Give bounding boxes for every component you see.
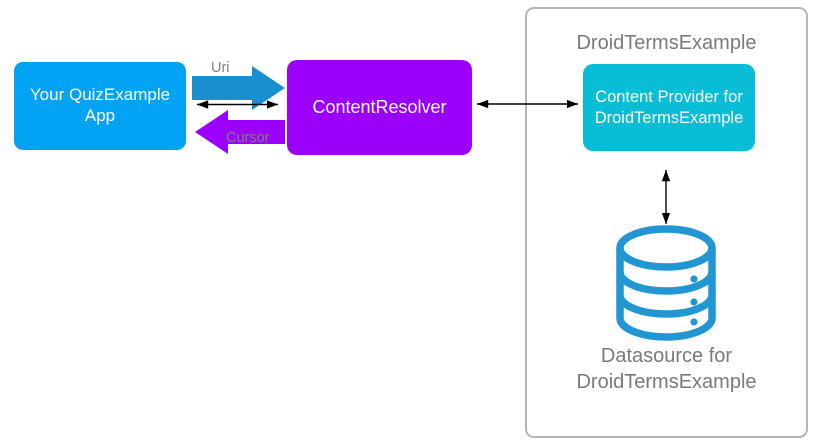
datasource-label: Datasource for DroidTermsExample: [576, 345, 757, 393]
droidterms-container: [525, 7, 808, 438]
droidterms-container-title: DroidTermsExample: [576, 32, 757, 54]
node-content-provider[interactable]: Content Provider for DroidTermsExample: [583, 64, 755, 151]
arrow-label-cursor: Cursor: [226, 130, 270, 146]
arrow-uri: [192, 66, 285, 110]
node-your-quizexample-app[interactable]: Your QuizExample App: [14, 62, 186, 150]
arrow-label-uri: Uri: [211, 60, 230, 76]
node-content-resolver[interactable]: ContentResolver: [287, 60, 472, 155]
